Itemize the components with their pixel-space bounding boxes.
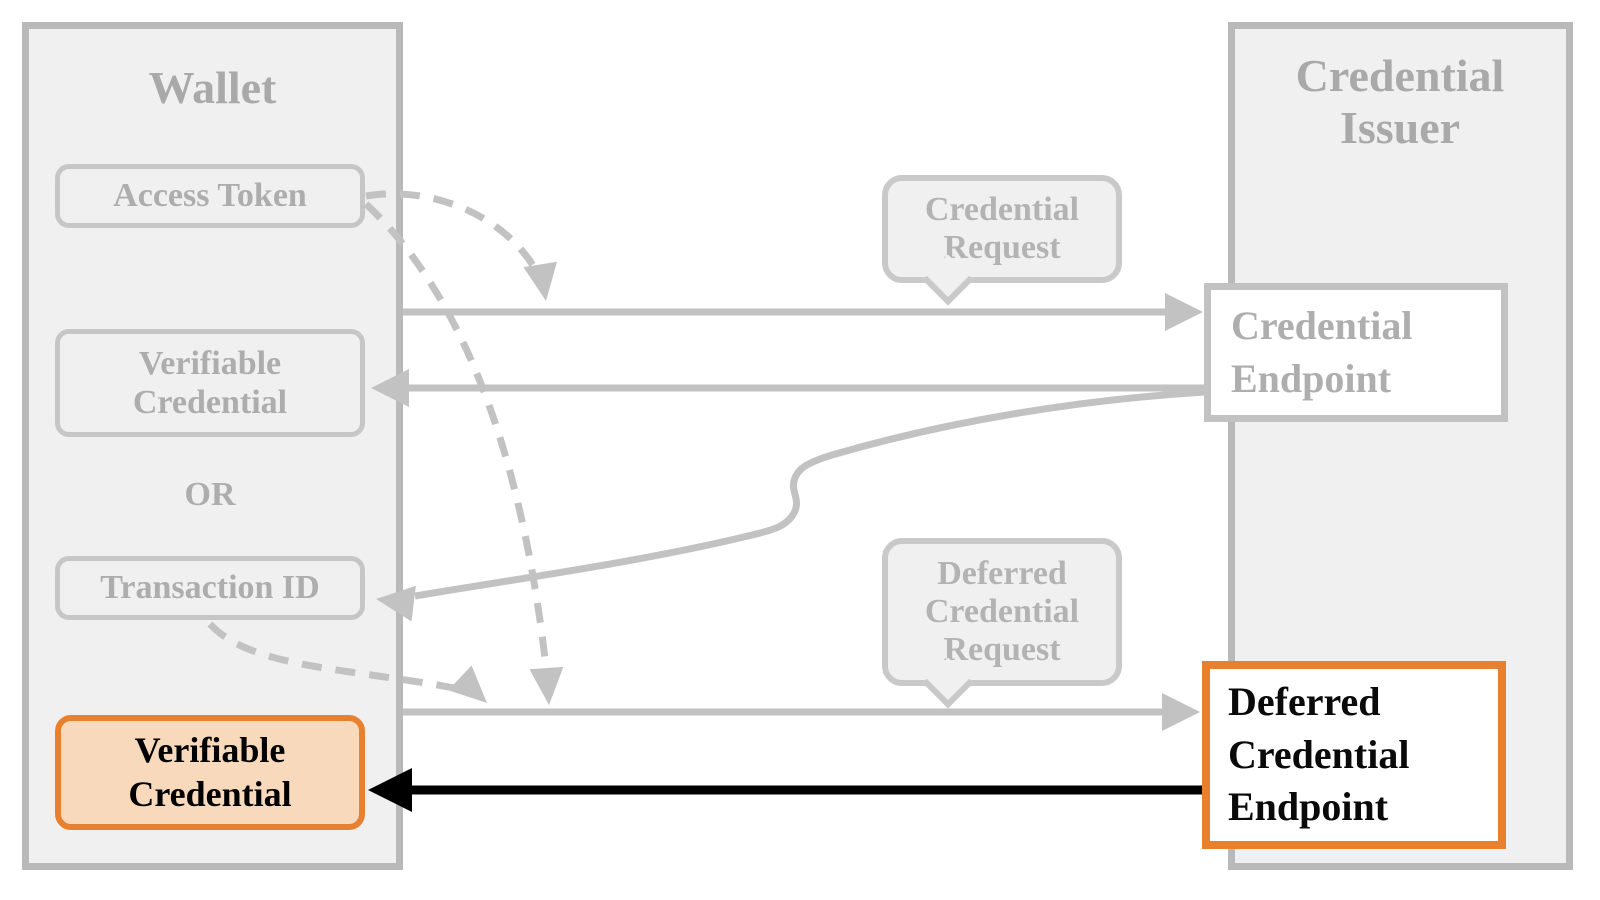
deferred-credential-request-callout: Deferred Credential Request	[882, 538, 1122, 686]
credential-endpoint-box: Credential Endpoint	[1204, 283, 1508, 422]
wallet-title: Wallet	[148, 62, 277, 113]
deferred-credential-request-label: Deferred Credential Request	[924, 554, 1080, 669]
or-label: OR	[184, 476, 236, 513]
access-token-box: Access Token	[55, 164, 365, 228]
deferred-credential-request-arrow	[403, 693, 1200, 731]
arrowhead-down-icon	[529, 666, 564, 705]
received-verifiable-credential-box: Verifiable Credential	[55, 715, 365, 830]
deferred-credential-response-arrow	[368, 768, 1202, 812]
credential-response-arrow	[371, 369, 1205, 407]
deferred-credential-endpoint-box: Deferred Credential Endpoint	[1202, 661, 1506, 849]
credential-issuer-title: Credential Issuer	[1295, 50, 1505, 153]
verifiable-credential-box: Verifiable Credential	[55, 329, 365, 437]
arrowhead-right-icon	[1165, 293, 1203, 331]
arrowhead-down-right-icon	[448, 665, 487, 703]
verifiable-credential-label: Verifiable Credential	[132, 344, 288, 421]
credential-request-callout: Credential Request	[882, 175, 1122, 283]
arrowhead-right-icon	[1162, 693, 1200, 731]
transaction-id-box: Transaction ID	[55, 556, 365, 620]
credential-request-label: Credential Request	[924, 190, 1080, 266]
received-verifiable-credential-label: Verifiable Credential	[128, 730, 292, 814]
deferred-credential-endpoint-label: Deferred Credential Endpoint	[1228, 678, 1410, 830]
arrowhead-down-icon	[523, 261, 558, 301]
access-token-label: Access Token	[113, 177, 307, 215]
credential-endpoint-label: Credential Endpoint	[1231, 302, 1413, 401]
transaction-id-label: Transaction ID	[100, 569, 320, 607]
credential-request-arrow	[403, 293, 1203, 331]
